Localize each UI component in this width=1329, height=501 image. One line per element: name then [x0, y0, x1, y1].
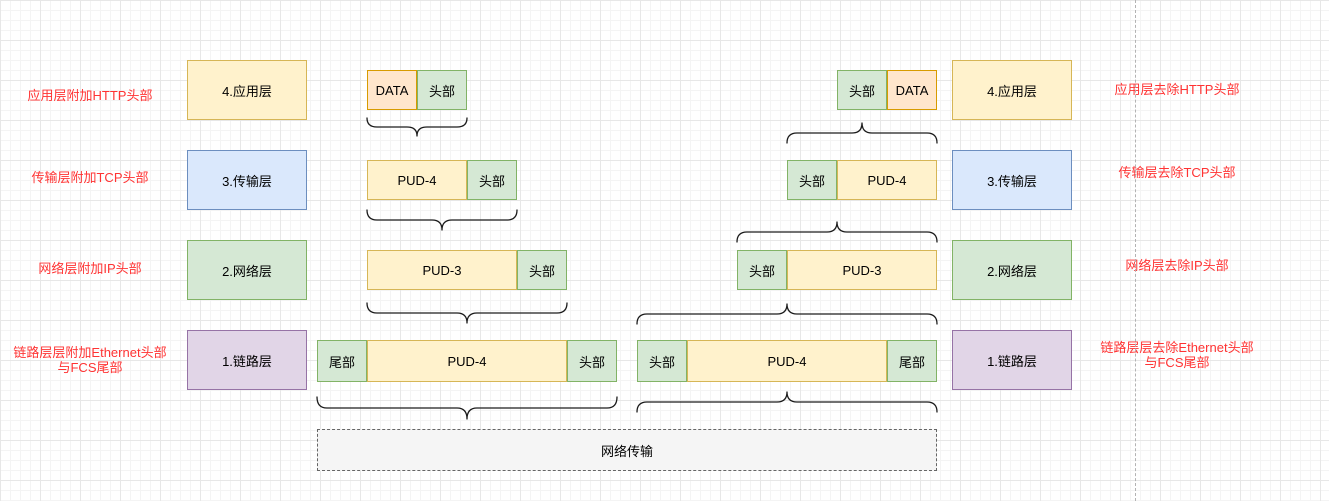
pdu-segment-payload: PUD-3 [787, 250, 937, 290]
annotation-right-app: 应用层去除HTTP头部 [1087, 82, 1267, 97]
pdu-segment-payload: PUD-4 [687, 340, 887, 382]
curly-brace-up-icon [636, 303, 938, 325]
pdu-segment-payload: PUD-3 [367, 250, 517, 290]
annotation-left-app: 应用层附加HTTP头部 [0, 88, 180, 103]
curly-brace-down-icon [366, 117, 468, 137]
layer-box-link-right: 1.链路层 [952, 330, 1072, 390]
curly-brace-down-icon [366, 302, 568, 324]
pdu-segment-header: 头部 [517, 250, 567, 290]
curly-brace-down-icon [316, 396, 618, 420]
annotation-left-network: 网络层附加IP头部 [0, 261, 180, 276]
pdu-segment-header: 头部 [837, 70, 887, 110]
layer-box-network-left: 2.网络层 [187, 240, 307, 300]
pdu-segment-header: 头部 [637, 340, 687, 382]
annotation-right-link: 链路层层去除Ethernet头部 与FCS尾部 [1087, 340, 1267, 370]
annotation-text-line1: 链路层层去除Ethernet头部 [1100, 340, 1254, 355]
layer-box-app-left: 4.应用层 [187, 60, 307, 120]
network-transmission-box: 网络传输 [317, 429, 937, 471]
layer-box-transport-right: 3.传输层 [952, 150, 1072, 210]
curly-brace-up-icon [786, 122, 938, 144]
annotation-text: 传输层去除TCP头部 [1118, 165, 1236, 180]
curly-brace-up-icon [636, 391, 938, 413]
annotation-text-line1: 链路层层附加Ethernet头部 [13, 345, 167, 360]
annotation-text: 应用层附加HTTP头部 [27, 88, 153, 103]
annotation-left-link: 链路层层附加Ethernet头部 与FCS尾部 [0, 345, 180, 375]
pdu-segment-header: 头部 [567, 340, 617, 382]
annotation-right-transport: 传输层去除TCP头部 [1087, 165, 1267, 180]
curly-brace-down-icon [366, 209, 518, 231]
annotation-text: 应用层去除HTTP头部 [1114, 82, 1240, 97]
curly-brace-up-icon [736, 221, 938, 243]
pdu-segment-trailer: 尾部 [317, 340, 367, 382]
pdu-segment-header: 头部 [787, 160, 837, 200]
annotation-text: 网络层去除IP头部 [1125, 258, 1229, 273]
annotation-text: 传输层附加TCP头部 [31, 170, 149, 185]
layer-box-network-right: 2.网络层 [952, 240, 1072, 300]
pdu-segment-header: 头部 [737, 250, 787, 290]
pdu-segment-data: DATA [887, 70, 937, 110]
annotation-text-line2: 与FCS尾部 [1144, 355, 1210, 370]
pdu-segment-data: DATA [367, 70, 417, 110]
pdu-segment-header: 头部 [417, 70, 467, 110]
pdu-segment-payload: PUD-4 [837, 160, 937, 200]
pdu-segment-trailer: 尾部 [887, 340, 937, 382]
annotation-text-line2: 与FCS尾部 [57, 360, 123, 375]
layer-box-transport-left: 3.传输层 [187, 150, 307, 210]
pdu-segment-payload: PUD-4 [367, 340, 567, 382]
page-divider-line [1135, 0, 1136, 501]
layer-box-app-right: 4.应用层 [952, 60, 1072, 120]
annotation-text: 网络层附加IP头部 [38, 261, 142, 276]
annotation-right-network: 网络层去除IP头部 [1087, 258, 1267, 273]
annotation-left-transport: 传输层附加TCP头部 [0, 170, 180, 185]
pdu-segment-payload: PUD-4 [367, 160, 467, 200]
layer-box-link-left: 1.链路层 [187, 330, 307, 390]
pdu-segment-header: 头部 [467, 160, 517, 200]
